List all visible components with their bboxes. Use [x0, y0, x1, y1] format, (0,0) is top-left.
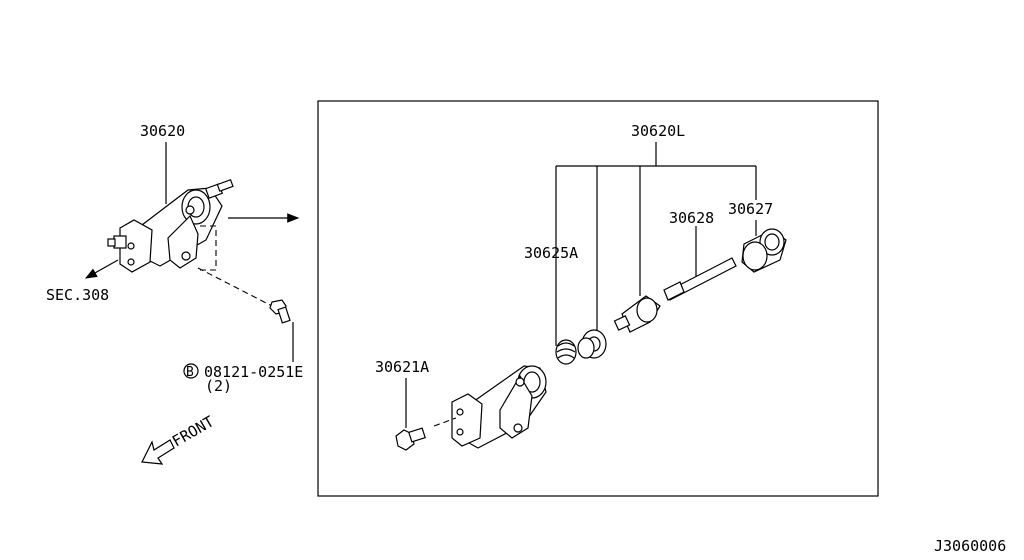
bolt-icon [269, 299, 291, 324]
exploded-view-frame [317, 100, 879, 497]
push-rod-part [663, 257, 737, 301]
label-30621A: 30621A [375, 358, 429, 376]
bleeder-screw-part [395, 427, 426, 451]
label-30625A: 30625A [524, 244, 578, 262]
slave-cylinder-assembly [107, 179, 273, 307]
label-30628: 30628 [669, 209, 714, 227]
dust-boot-part [741, 228, 787, 273]
spring-part [555, 339, 577, 365]
piston-part [613, 295, 661, 333]
bleeder-guide [433, 417, 457, 427]
diagram-id: J3060006 [934, 537, 1006, 555]
front-arrow-icon [141, 439, 175, 465]
label-bolt-part: 08121-0251E [204, 363, 303, 381]
bolt-marker-circle [183, 363, 199, 379]
cylinder-body-part [451, 365, 547, 449]
label-30620L: 30620L [631, 122, 685, 140]
label-30627: 30627 [728, 200, 773, 218]
bolt-marker: B [186, 365, 194, 380]
label-bolt-qty: (2) [205, 377, 232, 395]
label-sec-308: SEC.308 [46, 286, 109, 304]
kit-bracket-30620L [555, 142, 757, 346]
sec-308-arrow [84, 259, 119, 279]
label-front: FRONT [169, 412, 217, 450]
label-30620: 30620 [140, 122, 185, 140]
piston-cup-part [577, 329, 607, 359]
